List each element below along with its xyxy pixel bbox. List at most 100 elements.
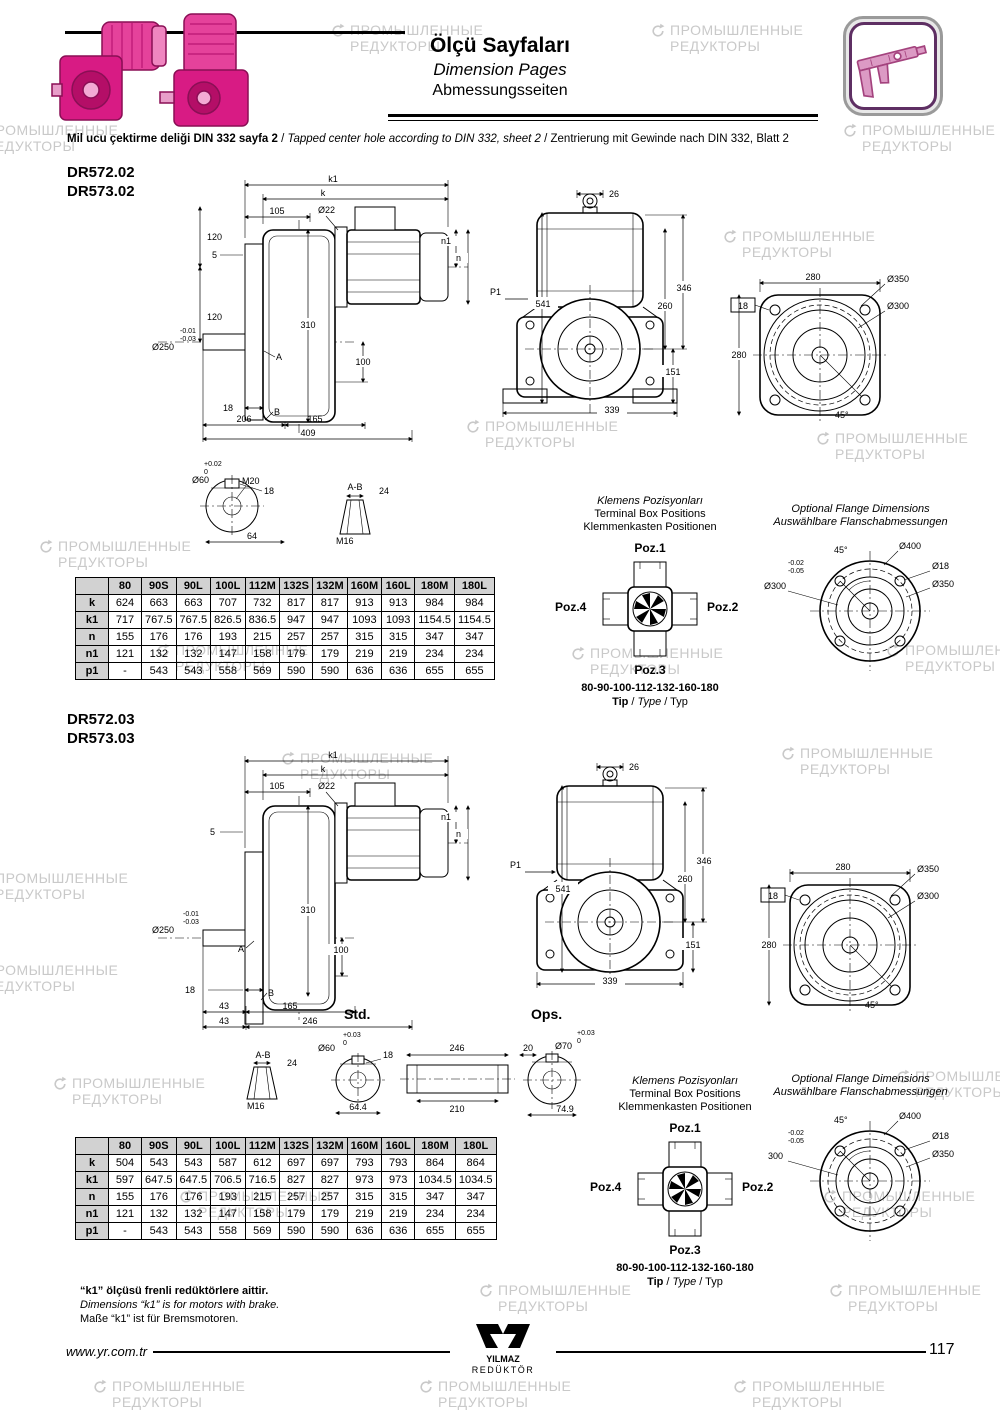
watermark-line2: РЕДУКТОРЫ: [498, 1298, 589, 1314]
dim-label: 246: [302, 1016, 317, 1026]
recycle-arrows-icon: [40, 539, 53, 553]
value-cell: 158: [244, 645, 281, 663]
value-cell: 543: [141, 662, 177, 680]
watermark-line1: ПРОМЫШЛЕННЫЕ: [0, 962, 119, 978]
dim-label: 18: [738, 301, 748, 311]
page-title-english: Dimension Pages: [433, 60, 567, 79]
dim-label: -0.01: [180, 328, 196, 335]
dim-label: 280: [731, 350, 746, 360]
value-cell: 176: [175, 1188, 212, 1206]
terminal-box-diagram: [633, 1137, 737, 1241]
dim-label: 339: [604, 405, 619, 415]
optional-flange-dimensions-1: Optional Flange Dimensions Auswählbare F…: [758, 503, 963, 673]
dim-label: M20: [242, 476, 260, 486]
row-label: k: [75, 1154, 109, 1172]
value-cell: 543: [141, 1154, 177, 1172]
type-label-en: Type: [672, 1276, 697, 1288]
watermark-line1: ПРОМЫШЛЕННЫЕ: [58, 538, 192, 554]
dim-label: 5: [210, 827, 215, 837]
dim-label: B: [274, 407, 280, 417]
dim-label: Ø70: [555, 1041, 572, 1051]
value-cell: 612: [244, 1154, 281, 1172]
type-label: Tip / Type / Typ: [590, 1276, 780, 1288]
dim-label: Ø300: [887, 301, 909, 311]
dim-label: 280: [835, 862, 850, 872]
optional-flange-drawing-2: 45° Ø400 Ø18 Ø350 -0.02 -0.05 300: [768, 1111, 954, 1241]
value-cell: 716.5: [244, 1171, 281, 1189]
recycle-arrows-icon: [734, 1379, 747, 1393]
title-underline-thick: [388, 114, 818, 117]
dim-label: Ø18: [932, 561, 949, 571]
value-cell: 655: [454, 1222, 497, 1240]
value-cell: 590: [279, 1222, 314, 1240]
column-header: 90L: [175, 577, 212, 595]
dim-label: k1: [328, 750, 338, 760]
footer-url[interactable]: www.yr.com.tr: [60, 1344, 154, 1359]
dim-label: n1: [441, 812, 451, 822]
dim-label: 210: [449, 1104, 464, 1114]
optional-flange-drawing-1: 45° Ø400 Ø18 Ø350 -0.02 -0.05 Ø300: [764, 541, 954, 671]
optflange-title-german: Auswählbare Flanschabmessungen: [773, 1086, 948, 1098]
value-cell: 767.5: [141, 611, 177, 629]
dim-label: 26: [609, 189, 619, 199]
position-2-label: Poz.2: [742, 1180, 774, 1194]
value-cell: 913: [346, 594, 383, 612]
value-cell: 707: [210, 594, 246, 612]
terminal-box-cross-drawing: [637, 1141, 733, 1237]
din-note-german: Zentrierung mit Gewinde nach DIN 332, Bl…: [550, 133, 789, 145]
value-cell: 347: [454, 628, 495, 646]
column-header: 80: [108, 577, 142, 595]
watermark-line2: РЕДУКТОРЫ: [670, 38, 761, 54]
frame-size-range: 80-90-100-112-132-160-180: [616, 1262, 754, 1274]
ops-label: Ops.: [531, 1006, 563, 1022]
terminal-box-positions-1: Klemens Pozisyonları Terminal Box Positi…: [555, 495, 745, 715]
recycle-arrows-icon: [724, 229, 737, 243]
yilmaz-logo: YILMAZ REDÜKTÖR: [450, 1322, 556, 1376]
watermark-line2: РЕДУКТОРЫ: [438, 1394, 529, 1410]
position-1-label: Poz.1: [634, 541, 666, 555]
dim-label: 18: [185, 985, 195, 995]
termbox-title-turkish: Klemens Pozisyonları: [632, 1075, 738, 1087]
value-cell: 504: [108, 1154, 142, 1172]
position-2-label: Poz.2: [707, 600, 739, 614]
din-note: Mil ucu çektirme deliği DIN 332 sayfa 2 …: [67, 133, 789, 145]
row-label: p1: [75, 1222, 109, 1240]
value-cell: 817: [279, 594, 314, 612]
dim-label: 120: [207, 312, 222, 322]
value-cell: 315: [381, 628, 416, 646]
value-cell: 636: [346, 1222, 383, 1240]
dim-label: 120: [207, 232, 222, 242]
shaft-detail-drawings-1: +0.02 0 Ø60 M20 18 64 A-B 24 M16: [192, 461, 389, 546]
value-cell: 215: [244, 628, 281, 646]
column-header: 160M: [346, 1137, 383, 1155]
value-cell: 590: [279, 662, 314, 680]
column-header: 90L: [175, 1137, 212, 1155]
value-cell: 147: [210, 1205, 246, 1223]
value-cell: 179: [279, 1205, 314, 1223]
din-note-separator: /: [540, 133, 551, 145]
front-view-drawing-1: 26 P1 541 346 260 151 339: [490, 189, 699, 417]
dim-label: Ø22: [318, 205, 335, 215]
dim-label: Ø250: [152, 925, 174, 935]
dim-label: 151: [665, 367, 680, 377]
recycle-arrows-icon: [782, 746, 795, 760]
caliper-inner-frame: [849, 22, 937, 110]
value-cell: 655: [414, 1222, 456, 1240]
value-cell: 132: [175, 1205, 212, 1223]
dim-label: 346: [676, 283, 691, 293]
value-cell: 973: [346, 1171, 383, 1189]
value-cell: -: [108, 1222, 142, 1240]
dim-label: 310: [300, 905, 315, 915]
dim-label: 280: [805, 272, 820, 282]
watermark-line1: ПРОМЫШЛЕННЫЕ: [862, 122, 996, 138]
value-cell: 1034.5: [454, 1171, 497, 1189]
dim-label: 0: [343, 1040, 347, 1047]
gearmotor-product-photos: [51, 13, 249, 127]
model-number-b: DR573.03: [67, 730, 135, 747]
value-cell: 193: [210, 1188, 246, 1206]
side-view-drawing-2: k1 k 105 Ø22 n1 n 5 310 -0.01 -0.03 Ø250…: [152, 750, 471, 1030]
